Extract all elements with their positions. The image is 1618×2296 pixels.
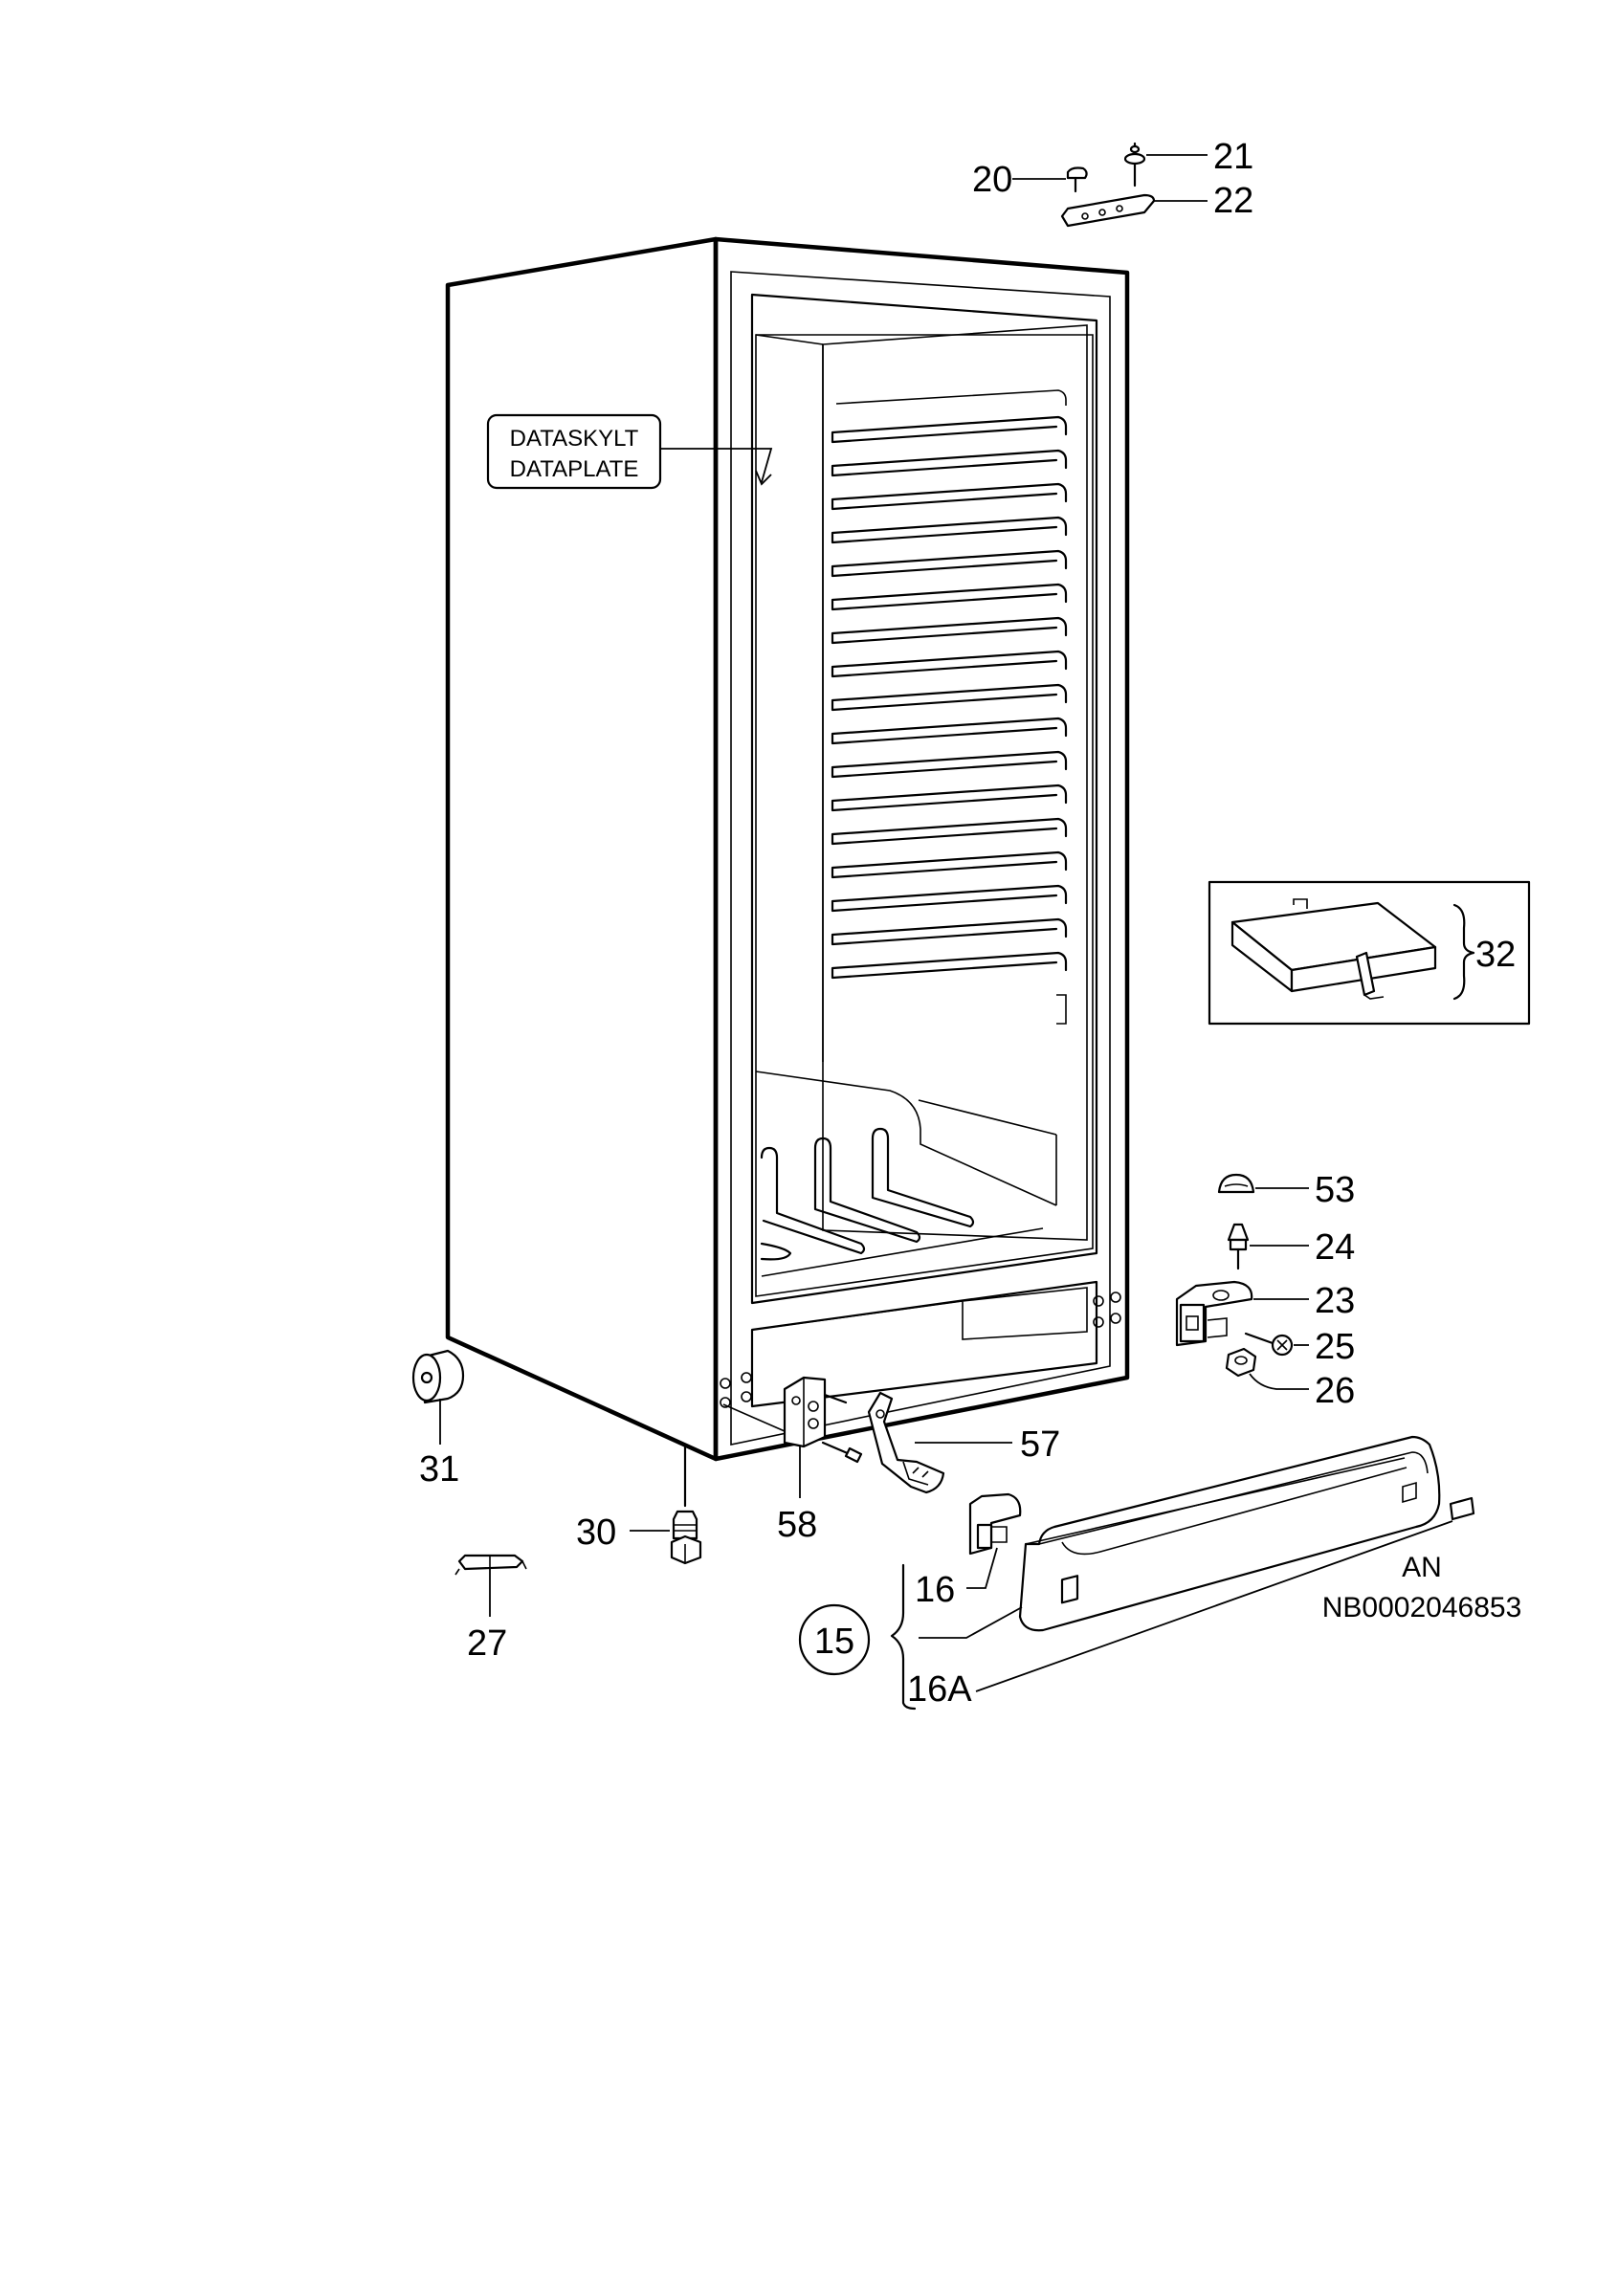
part-24-label: 24 bbox=[1315, 1227, 1355, 1268]
cabinet bbox=[445, 236, 1130, 1508]
part-16a-kickplate: 16A bbox=[907, 1435, 1475, 1710]
part-57-kickplate-bracket: 57 bbox=[867, 1391, 1060, 1494]
part-21-pin: 21 bbox=[1123, 137, 1253, 188]
part-31-label: 31 bbox=[419, 1449, 459, 1490]
part-32-panel: 32 bbox=[1208, 880, 1531, 1026]
part-15-circle bbox=[798, 1603, 871, 1676]
part-30-foot: 30 bbox=[576, 1510, 702, 1565]
part-15-assembly-callout: 15 bbox=[798, 1603, 871, 1676]
part-53-cap: 53 bbox=[1217, 1170, 1355, 1210]
part-27-clip: 27 bbox=[454, 1554, 527, 1664]
part-20-screw: 20 bbox=[972, 160, 1088, 200]
dataplate-callout: DATASKYLT DATAPLATE bbox=[486, 413, 773, 490]
document-code-line2: NB0002046853 bbox=[1322, 1592, 1522, 1623]
shelf-rails bbox=[831, 389, 1068, 1025]
evaporator-coils bbox=[760, 1127, 1044, 1277]
part-16a-label: 16A bbox=[907, 1669, 972, 1710]
part-22-label: 22 bbox=[1213, 181, 1253, 221]
part-58-hinge: 58 bbox=[722, 1376, 863, 1545]
part-32-frame bbox=[1208, 880, 1531, 1026]
part-31-spacer: 31 bbox=[411, 1349, 465, 1490]
part-23-label: 23 bbox=[1315, 1281, 1355, 1321]
part-16-label: 16 bbox=[915, 1570, 955, 1610]
part-57-label: 57 bbox=[1020, 1424, 1060, 1465]
part-26-nut: 26 bbox=[1225, 1347, 1355, 1411]
part-22-hinge-plate: 22 bbox=[1060, 181, 1253, 228]
cabinet-front-frame bbox=[713, 236, 1130, 1462]
part-23-hinge-bracket: 23 bbox=[1175, 1280, 1355, 1347]
part-58-label: 58 bbox=[777, 1505, 817, 1545]
part-16-clip: 16 bbox=[915, 1492, 1022, 1610]
dataplate-label-box bbox=[486, 413, 662, 490]
part-27-label: 27 bbox=[467, 1623, 507, 1664]
part-21-label: 21 bbox=[1213, 137, 1253, 177]
document-code-line1: AN bbox=[1402, 1552, 1442, 1583]
part-32-label: 32 bbox=[1475, 935, 1516, 975]
dataplate-label-line2: DATAPLATE bbox=[510, 456, 639, 482]
part-26-label: 26 bbox=[1315, 1371, 1355, 1411]
part-53-label: 53 bbox=[1315, 1170, 1355, 1210]
part-20-label: 20 bbox=[972, 160, 1012, 200]
part-24-pin: 24 bbox=[1227, 1223, 1355, 1270]
part-25-screw: 25 bbox=[1244, 1327, 1355, 1367]
part-25-label: 25 bbox=[1315, 1327, 1355, 1367]
part-15-label: 15 bbox=[814, 1622, 854, 1662]
document-code: AN NB0002046853 bbox=[1322, 1552, 1522, 1623]
dataplate-label-line1: DATASKYLT bbox=[510, 426, 639, 452]
part-30-label: 30 bbox=[576, 1512, 616, 1553]
inner-liner-opening bbox=[750, 293, 1098, 1305]
kickplate-assembly: 16 16A 15 bbox=[798, 1435, 1475, 1711]
